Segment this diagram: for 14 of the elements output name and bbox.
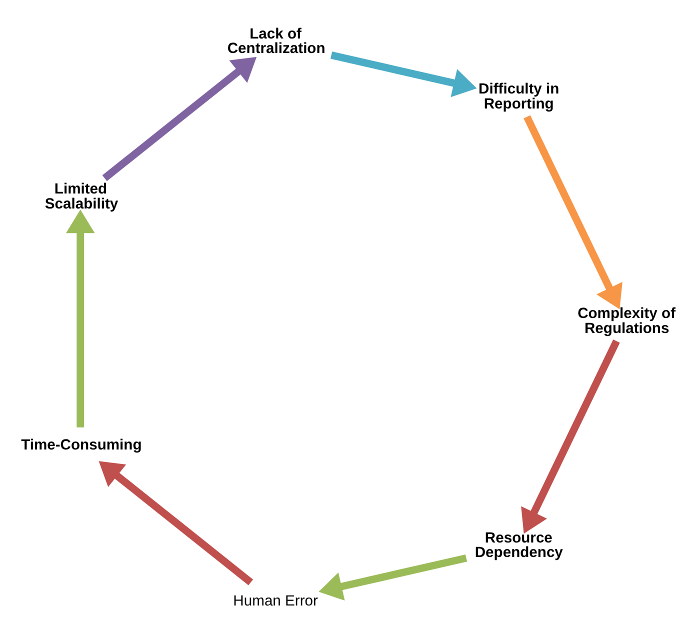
node-text: Lack of Centralization [227, 26, 326, 57]
node-text: Limited Scalability [44, 180, 118, 212]
arrow [330, 51, 477, 97]
node-text: Resource Dependency [474, 530, 563, 561]
arrow [318, 554, 468, 600]
arrow [102, 56, 257, 181]
node-text: Time-Consuming [21, 436, 142, 453]
arrow [521, 339, 620, 534]
arrow [66, 209, 95, 427]
node-text: Difficulty in Reporting [478, 81, 560, 112]
node-text: Human Error [233, 593, 318, 610]
arrow [524, 114, 622, 309]
arrow [98, 460, 254, 585]
node-text: Complexity of Regulations [578, 305, 676, 336]
